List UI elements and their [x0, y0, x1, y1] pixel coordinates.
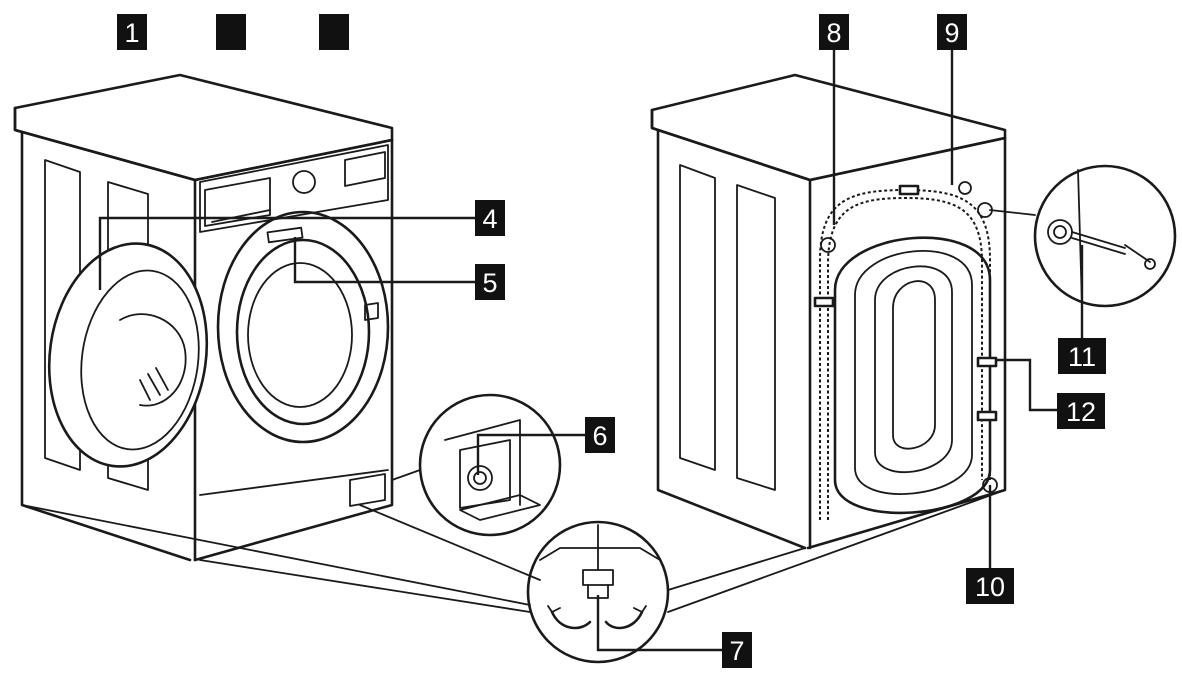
callout-line-7: [596, 595, 722, 652]
badge-2-unlabeled: [216, 14, 246, 50]
badge-9-label: 9: [944, 18, 959, 48]
badge-8-label: 8: [826, 18, 841, 48]
callout-line-6: [476, 433, 585, 475]
badge-8: 8: [819, 14, 849, 50]
callout-line-5: [293, 237, 475, 284]
badge-5: 5: [475, 264, 505, 300]
badge-4: 4: [475, 200, 505, 236]
badge-12-label: 12: [1066, 397, 1096, 427]
badge-6: 6: [585, 417, 615, 453]
callout-line-4: [98, 216, 475, 290]
badge-1: 1: [117, 14, 147, 50]
badge-9: 9: [937, 14, 967, 50]
badge-11-label: 11: [1068, 342, 1096, 372]
badge-10: 10: [966, 568, 1014, 604]
badge-12: 12: [1057, 393, 1105, 429]
drain-filter-inset: [391, 393, 562, 537]
badge-10-label: 10: [975, 572, 1005, 602]
badge-4-label: 4: [482, 204, 497, 234]
foot-detail-inset: [21, 489, 1006, 664]
badge-7: 7: [722, 632, 752, 668]
badge-7-label: 7: [729, 636, 744, 666]
inlet-detail-inset: [989, 164, 1177, 308]
front-view-machine: [13, 73, 394, 562]
badge-6-label: 6: [592, 421, 607, 451]
badge-1-label: 1: [124, 18, 139, 48]
back-view-machine: [650, 73, 1007, 550]
badge-3-unlabeled: [319, 14, 349, 50]
callout-line-12: [995, 358, 1057, 412]
badge-11: 11: [1058, 338, 1106, 374]
badge-5-label: 5: [482, 268, 497, 298]
